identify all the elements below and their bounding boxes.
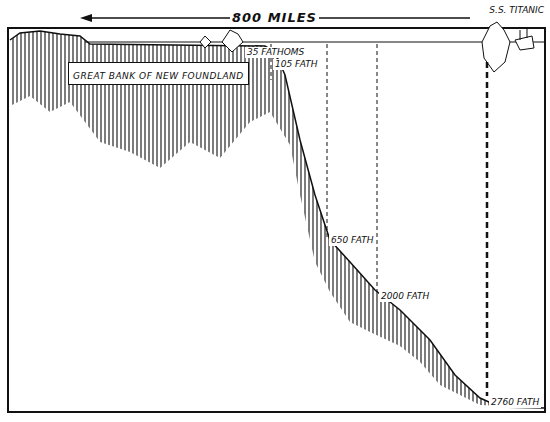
depth-line bbox=[377, 44, 378, 292]
depth-label: 2760 FATH bbox=[489, 397, 541, 408]
iceberg bbox=[200, 36, 211, 48]
depth-label: 105 FATH bbox=[273, 59, 319, 70]
depth-line bbox=[327, 44, 328, 238]
sea-bed-profile bbox=[10, 31, 545, 408]
depth-label: S.S. TITANIC bbox=[487, 5, 546, 16]
frame bbox=[8, 28, 545, 412]
arrow-head bbox=[80, 14, 92, 22]
distance-label: 800 MILES bbox=[230, 10, 319, 25]
depth-label: 2000 FATH bbox=[379, 291, 431, 302]
region-box: GREAT BANK OF NEW FOUNDLAND bbox=[68, 62, 249, 85]
depth-label: 650 FATH bbox=[329, 235, 375, 246]
depth-label: 35 FATHOMS bbox=[245, 47, 306, 58]
sea-bed-hatching bbox=[10, 31, 545, 408]
region-name: GREAT BANK OF NEW FOUNDLAND bbox=[73, 71, 244, 81]
sea-surface bbox=[85, 42, 545, 43]
depth-line bbox=[486, 62, 489, 396]
ship bbox=[515, 28, 534, 50]
iceberg bbox=[222, 30, 243, 52]
